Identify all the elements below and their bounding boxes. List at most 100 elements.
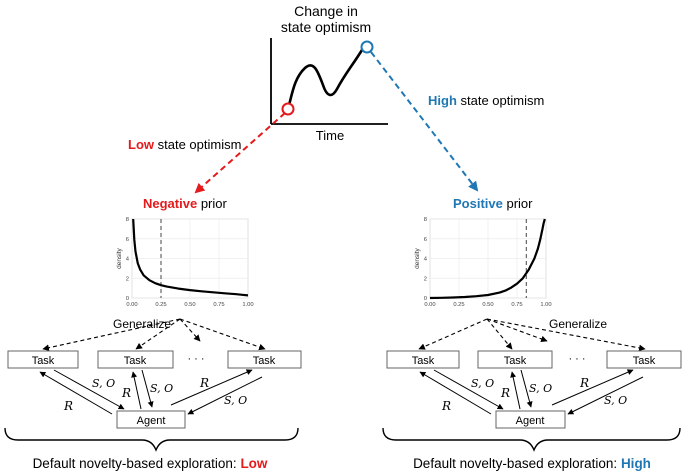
left-state-symbol-3: S, O — [224, 394, 247, 407]
negative-prior-label: Negative prior — [143, 196, 227, 211]
positive-prior-x-tick-label-1: 0.25 — [453, 302, 464, 308]
left-state-arrow-1 — [53, 369, 125, 410]
low-branch-label: Low state optimism — [128, 137, 241, 152]
right-state-symbol-2: S, O — [529, 382, 552, 395]
positive-prior-x-tick-label-2: 0.50 — [482, 302, 493, 308]
negative-prior-density-curve-0 — [132, 218, 249, 297]
left-task-box-1 — [7, 350, 79, 369]
right-exploration-value: High — [621, 456, 651, 471]
negative-prior-y-tick-label-4: 8 — [126, 217, 129, 223]
right-reward-arrow-3 — [551, 369, 634, 406]
negative-prior-y-tick-label-2: 4 — [126, 257, 130, 263]
left-reward-symbol-1: R — [63, 399, 73, 413]
right-task-box-1 — [386, 350, 460, 369]
left-exploration-value: Low — [240, 456, 267, 471]
left-task-ellipsis: · · · — [187, 353, 204, 365]
right-reward-arrow-1 — [419, 371, 492, 415]
left-reward-arrow-3 — [170, 369, 253, 406]
left-exploration-label: Default novelty-based exploration: Low — [33, 456, 268, 471]
positive-prior-density-curve-0 — [429, 218, 546, 300]
left-task-box-2 — [97, 350, 174, 369]
right-agent-label: Agent — [516, 415, 545, 427]
left-agent-box — [116, 410, 186, 429]
positive-prior-y-tick-label-2: 4 — [424, 257, 428, 263]
left-reward-symbol-2: R — [121, 386, 131, 400]
right-task-ellipsis: · · · — [568, 353, 585, 365]
negative-prior-x-tick-label-0: 0.00 — [126, 302, 137, 308]
right-task-box-2 — [477, 350, 553, 369]
negative-prior-y-tick-label-0: 0 — [126, 296, 129, 302]
right-state-arrow-1 — [433, 369, 504, 410]
positive-prior-x-tick-label-4: 1.00 — [540, 302, 551, 308]
right-reward-symbol-2: R — [500, 386, 510, 400]
positive-prior-y-axis-label: density — [414, 247, 421, 268]
left-state-arrow-3 — [187, 376, 263, 415]
positive-prior-density-chart: 0.00 0.25 0.50 0.75 1.00 0 2 4 6 8 density — [414, 217, 552, 308]
left-brace — [4, 427, 299, 452]
negative-prior-x-tick-label-2: 0.50 — [184, 302, 195, 308]
right-reward-symbol-3: R — [579, 376, 589, 390]
high-branch-rest: state optimism — [457, 93, 544, 108]
right-generalize-arrow-1 — [418, 318, 488, 350]
negative-prior-x-tick-label-3: 0.75 — [213, 302, 224, 308]
time-axis-label: Time — [316, 128, 344, 143]
left-generalize-arrow-3 — [179, 318, 201, 342]
left-task-label-2: Task — [124, 355, 147, 367]
negative-prior-x-tick-label-1: 0.25 — [155, 302, 166, 308]
right-task-label-1: Task — [412, 355, 435, 367]
right-task-label-3: Task — [633, 355, 656, 367]
high-branch-label: High state optimism — [428, 93, 544, 108]
left-generalize-label: Generalize — [113, 317, 171, 331]
left-task-network: Generalize Task Task · · · Task Agent R … — [4, 317, 302, 471]
positive-prior-y-tick-label-0: 0 — [424, 296, 427, 302]
right-generalize-arrow-3 — [486, 318, 548, 343]
positive-prior-rest: prior — [503, 196, 533, 211]
positive-prior-word: Positive — [453, 196, 503, 211]
right-generalize-arrow-4 — [486, 318, 646, 352]
positive-prior-y-tick-label-1: 2 — [424, 276, 427, 282]
left-task-label-3: Task — [253, 355, 276, 367]
left-task-box-3 — [227, 350, 302, 369]
high-optimism-marker — [360, 40, 374, 54]
right-exploration-prefix: Default novelty-based exploration: — [413, 456, 621, 471]
negative-prior-y-axis-label: density — [116, 247, 123, 268]
right-brace — [382, 427, 681, 452]
left-generalize-arrow-2 — [135, 318, 181, 350]
positive-prior-x-tick-label-3: 0.75 — [511, 302, 522, 308]
right-task-label-2: Task — [504, 355, 527, 367]
left-reward-symbol-3: R — [199, 376, 209, 390]
right-exploration-label: Default novelty-based exploration: High — [413, 456, 651, 471]
right-reward-arrow-2 — [510, 371, 521, 410]
positive-prior-y-tick-label-4: 8 — [424, 217, 427, 223]
right-task-network: Generalize Task Task · · · Task Agent R … — [382, 317, 682, 471]
right-state-symbol-1: S, O — [471, 377, 494, 390]
negative-prior-x-tick-label-4: 1.00 — [242, 302, 253, 308]
high-branch-arrow — [370, 51, 479, 192]
low-branch-word: Low — [128, 137, 155, 152]
right-reward-symbol-1: R — [441, 399, 451, 413]
high-branch-word: High — [428, 93, 457, 108]
optimism-panel: Change in state optimism Time — [270, 3, 388, 143]
low-branch-rest: state optimism — [154, 137, 241, 152]
left-state-arrow-2 — [141, 369, 154, 408]
left-task-label-1: Task — [32, 355, 55, 367]
negative-prior-y-tick-label-1: 2 — [126, 276, 129, 282]
positive-prior-x-tick-label-0: 0.00 — [424, 302, 435, 308]
panel-title-line1: Change in — [294, 3, 358, 19]
right-generalize-label: Generalize — [549, 317, 607, 331]
left-exploration-prefix: Default novelty-based exploration: — [33, 456, 241, 471]
positive-prior-y-tick-label-3: 6 — [424, 237, 427, 243]
negative-prior-word: Negative — [143, 196, 197, 211]
right-agent-box — [495, 410, 566, 429]
negative-prior-rest: prior — [197, 196, 227, 211]
left-reward-arrow-1 — [39, 371, 113, 415]
low-optimism-marker — [281, 102, 295, 116]
left-generalize-arrow-4 — [179, 318, 266, 351]
left-generalize-arrow-1 — [42, 318, 181, 351]
right-state-arrow-3 — [567, 376, 644, 415]
positive-prior-label: Positive prior — [453, 196, 533, 211]
left-agent-label: Agent — [137, 415, 166, 427]
left-state-symbol-2: S, O — [150, 382, 173, 395]
